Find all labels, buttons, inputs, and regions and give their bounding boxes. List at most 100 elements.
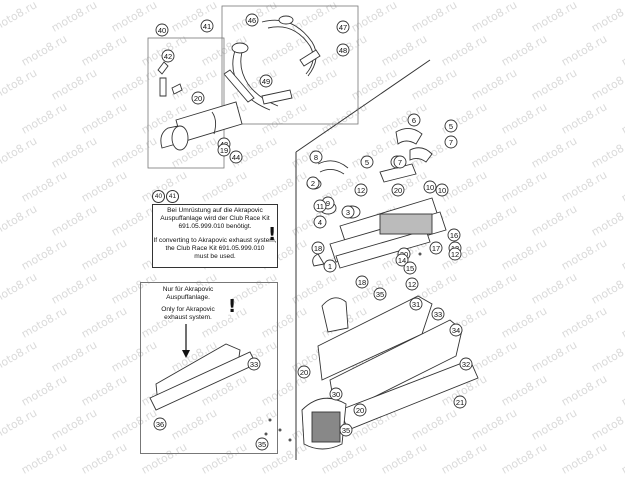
callout-circle xyxy=(429,241,443,255)
callout-number: 1 xyxy=(328,262,332,271)
note-reference-pair: 40 41 xyxy=(152,190,179,203)
callout-circle xyxy=(448,247,462,261)
note-de-line-1: Bei Umrüstung auf die Akrapovic xyxy=(167,207,263,214)
callout-6: 6 xyxy=(407,113,421,127)
note-arrow-head xyxy=(182,350,190,358)
callout-35: 35 xyxy=(339,423,353,437)
callout-circle xyxy=(306,176,320,190)
callout-number: 6 xyxy=(412,116,416,125)
callout-circle xyxy=(336,43,350,57)
callout-number: 16 xyxy=(450,231,458,240)
callout-number: 35 xyxy=(342,426,350,435)
callout-number: 34 xyxy=(452,326,460,335)
callout-number: 20 xyxy=(394,186,402,195)
callout-number: 10 xyxy=(426,183,434,192)
callout-34: 34 xyxy=(449,323,463,337)
callout-circle xyxy=(153,417,167,431)
callout-circle xyxy=(444,119,458,133)
callout-number: 20 xyxy=(300,368,308,377)
callout-36: 36 xyxy=(153,417,167,431)
callout-circle xyxy=(423,180,437,194)
callout-12: 12 xyxy=(448,247,462,261)
callout-number: 7 xyxy=(398,158,402,167)
akrapovic-group-frame xyxy=(140,282,278,454)
callout-circle xyxy=(403,261,417,275)
callout-41: 41 xyxy=(200,19,214,33)
callout-number: 12 xyxy=(408,280,416,289)
callout-49: 49 xyxy=(259,74,273,88)
note2-de-line-1: Nur für Akrapovic xyxy=(162,286,214,293)
callout-33: 33 xyxy=(247,357,261,371)
callout-circle xyxy=(245,13,259,27)
note-en-line-3: must be used. xyxy=(194,253,236,260)
callout-16: 16 xyxy=(447,228,461,242)
callout-20: 20 xyxy=(297,365,311,379)
callout-circle xyxy=(355,275,369,289)
callout-44: 44 xyxy=(229,150,243,164)
callout-circle xyxy=(313,215,327,229)
callout-42: 42 xyxy=(161,49,175,63)
callout-number: 18 xyxy=(314,244,322,253)
callout-number: 20 xyxy=(194,94,202,103)
callout-number: 12 xyxy=(357,186,365,195)
callout-number: 33 xyxy=(434,310,442,319)
callout-number: 47 xyxy=(339,23,347,32)
callout-circle xyxy=(200,19,214,33)
callout-3: 3 xyxy=(341,205,355,219)
callout-circle xyxy=(373,287,387,301)
callout-circle xyxy=(444,135,458,149)
callout-20: 20 xyxy=(391,183,405,197)
callout-circle xyxy=(449,323,463,337)
callout-circle xyxy=(161,49,175,63)
note-ref-41: 41 xyxy=(166,190,179,203)
callout-circle xyxy=(431,307,445,321)
callout-number: 49 xyxy=(262,77,270,86)
callout-circle xyxy=(297,365,311,379)
callout-number: 10 xyxy=(438,186,446,195)
callout-number: 41 xyxy=(203,22,211,31)
callout-circle xyxy=(311,241,325,255)
warning-icon-2: ! xyxy=(228,296,237,317)
callout-40: 40 xyxy=(155,23,169,37)
callout-number: 5 xyxy=(449,122,453,131)
note2-en-line-1: Only for Akrapovic xyxy=(161,306,215,313)
callout-4: 4 xyxy=(313,215,327,229)
callout-number: 15 xyxy=(406,264,414,273)
warning-icon: ! xyxy=(268,224,277,245)
callout-circle xyxy=(313,199,327,213)
note-en-line-1: If converting to Akrapovic exhaust syste… xyxy=(153,237,277,244)
callout-circle xyxy=(353,403,367,417)
callout-circle xyxy=(339,423,353,437)
callout-31: 31 xyxy=(409,297,423,311)
callout-35: 35 xyxy=(255,437,269,451)
airbox-cluster-drawing xyxy=(306,128,447,269)
callout-number: 18 xyxy=(358,278,366,287)
callout-19: 19 xyxy=(217,143,231,157)
callout-number: 7 xyxy=(449,138,453,147)
callout-circle xyxy=(323,259,337,273)
callout-number: 35 xyxy=(376,290,384,299)
callout-circle xyxy=(341,205,355,219)
callout-21: 21 xyxy=(453,395,467,409)
callout-8: 8 xyxy=(309,150,323,164)
callout-layer: 4041464742484920431944657855721220109101… xyxy=(153,13,473,451)
header-group-frame xyxy=(221,5,359,125)
callout-number: 48 xyxy=(339,46,347,55)
callout-number: 9 xyxy=(326,199,330,208)
callout-circle xyxy=(259,74,273,88)
callout-35: 35 xyxy=(373,287,387,301)
muffler-drawing xyxy=(157,61,243,151)
callout-circle xyxy=(255,437,269,451)
callout-17: 17 xyxy=(429,241,443,255)
callout-18: 18 xyxy=(355,275,369,289)
callout-5: 5 xyxy=(360,155,374,169)
callout-number: 5 xyxy=(365,158,369,167)
callout-circle xyxy=(393,155,407,169)
callout-number: 8 xyxy=(314,153,318,162)
callout-1: 1 xyxy=(323,259,337,273)
callout-number: 12 xyxy=(451,250,459,259)
callout-number: 33 xyxy=(250,360,258,369)
callout-2: 2 xyxy=(306,176,320,190)
callout-number: 44 xyxy=(232,153,240,162)
callout-46: 46 xyxy=(245,13,259,27)
